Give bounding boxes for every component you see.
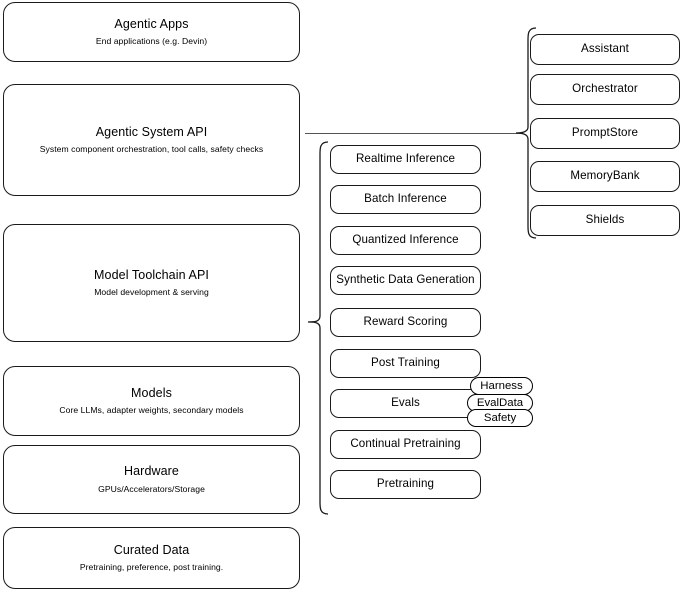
evals-subcomponent-harness[interactable]: Harness [470,377,533,395]
component-label: Continual Pretraining [350,437,461,451]
layer-title: Agentic Apps [114,16,189,31]
system-component-memorybank[interactable]: MemoryBank [530,161,680,192]
layer-title: Agentic System API [95,124,208,139]
evals-subcomponent-safety[interactable]: Safety [467,409,533,427]
stack-layer-agentic-apps[interactable]: Agentic Apps End applications (e.g. Devi… [3,2,300,62]
layer-subtitle: Model development & serving [94,287,209,298]
toolchain-component-reward-scoring[interactable]: Reward Scoring [330,308,481,337]
stack-layer-hardware[interactable]: Hardware GPUs/Accelerators/Storage [3,445,300,514]
component-label: Shields [585,213,625,227]
system-component-assistant[interactable]: Assistant [530,34,680,65]
toolchain-component-batch-inference[interactable]: Batch Inference [330,185,481,214]
component-label: Post Training [371,356,440,370]
component-label: Evals [391,396,420,410]
component-label: Synthetic Data Generation [336,273,475,287]
pill-label: Safety [483,412,517,424]
component-label: Orchestrator [572,82,638,96]
toolchain-component-synthetic-data-generation[interactable]: Synthetic Data Generation [330,266,481,295]
connector-system-api-to-components [305,133,523,135]
pill-label: Harness [480,380,523,392]
layer-subtitle: Core LLMs, adapter weights, secondary mo… [59,405,244,416]
layer-subtitle: End applications (e.g. Devin) [95,36,208,47]
toolchain-component-continual-pretraining[interactable]: Continual Pretraining [330,430,481,459]
component-label: PromptStore [571,126,639,140]
system-component-shields[interactable]: Shields [530,205,680,236]
pill-label: EvalData [476,397,524,409]
toolchain-component-realtime-inference[interactable]: Realtime Inference [330,145,481,174]
toolchain-component-evals[interactable]: Evals [330,389,481,418]
stack-layer-models[interactable]: Models Core LLMs, adapter weights, secon… [3,366,300,436]
layer-title: Curated Data [113,542,190,557]
stack-layer-curated-data[interactable]: Curated Data Pretraining, preference, po… [3,527,300,589]
toolchain-component-quantized-inference[interactable]: Quantized Inference [330,226,481,255]
layer-title: Models [131,385,172,400]
layer-subtitle: GPUs/Accelerators/Storage [98,483,205,494]
component-label: Assistant [581,42,629,56]
component-label: Realtime Inference [355,152,456,166]
toolchain-component-post-training[interactable]: Post Training [330,349,481,378]
component-label: Reward Scoring [363,315,448,329]
system-component-orchestrator[interactable]: Orchestrator [530,74,680,105]
layer-title: Hardware [124,464,179,479]
component-label: Pretraining [376,477,435,491]
stack-layer-model-toolchain-api[interactable]: Model Toolchain API Model development & … [3,224,300,342]
component-label: Quantized Inference [352,233,459,247]
stack-layer-agentic-system-api[interactable]: Agentic System API System component orch… [3,84,300,196]
layer-subtitle: Pretraining, preference, post training. [79,562,224,573]
system-component-promptstore[interactable]: PromptStore [530,118,680,149]
component-label: MemoryBank [570,169,640,183]
toolchain-component-pretraining[interactable]: Pretraining [330,470,481,499]
component-label: Batch Inference [364,192,447,206]
layer-title: Model Toolchain API [94,267,209,282]
layer-subtitle: System component orchestration, tool cal… [39,144,264,155]
brace-system-components [515,27,537,239]
brace-toolchain [307,141,329,515]
